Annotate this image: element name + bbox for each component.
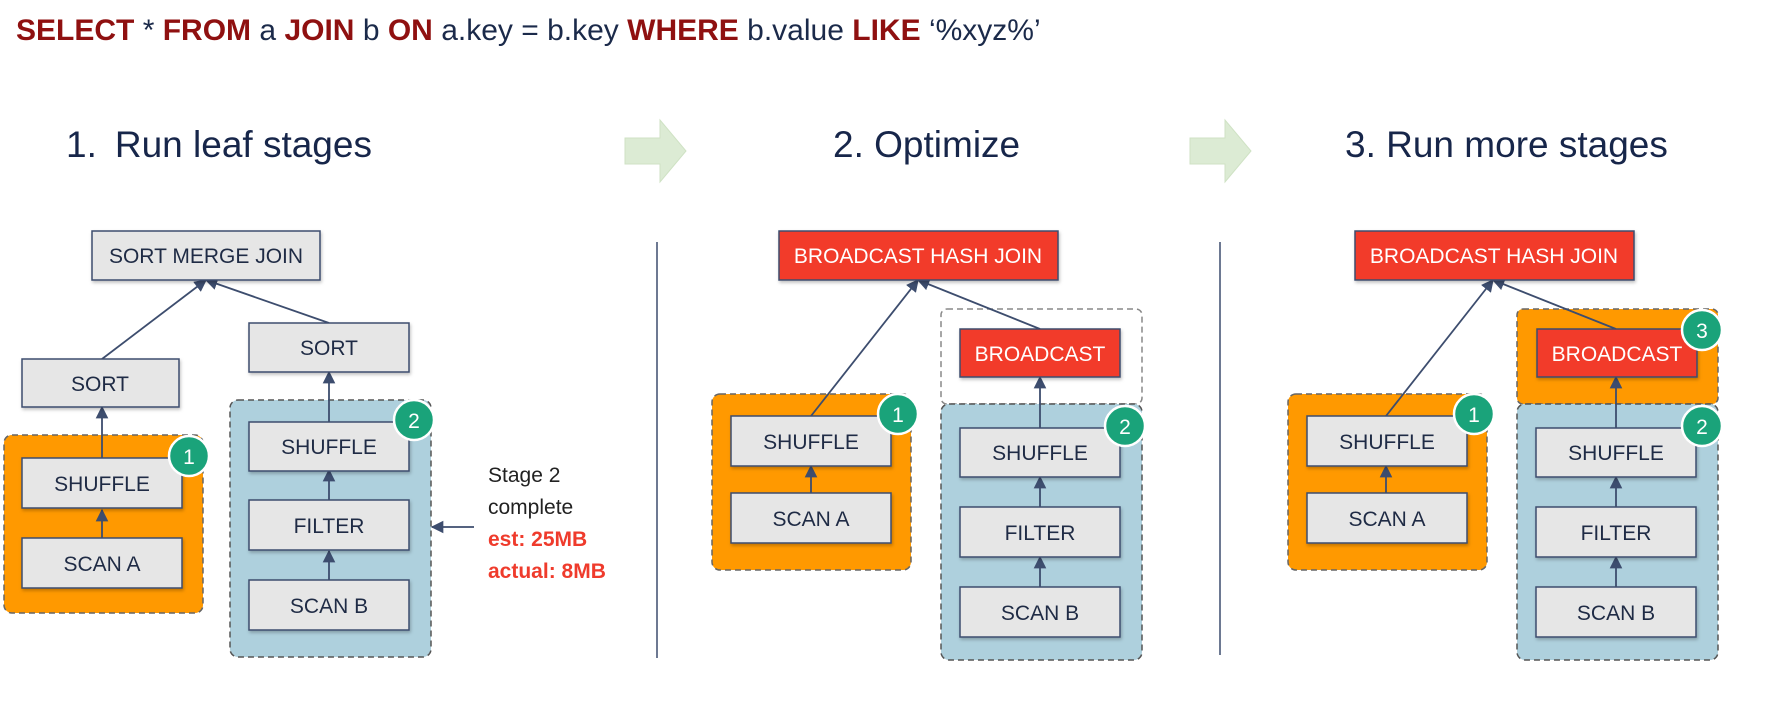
scan-a-label: SCAN A [772, 508, 849, 531]
scan-b-node [959, 586, 1121, 638]
filter-b-node [1535, 506, 1697, 558]
scan-b-node [248, 579, 410, 631]
scan-a-label: SCAN A [63, 553, 140, 576]
stage-badge [392, 398, 436, 442]
scan-b-label: SCAN B [1577, 602, 1655, 625]
panel-1: SORT MERGE JOIN SORT SORT SHUFFLE SCAN A… [3, 230, 474, 658]
scan-a-label: SCAN A [1348, 508, 1425, 531]
scan-a-node [1306, 492, 1468, 544]
shuffle-a-label: SHUFFLE [763, 431, 859, 454]
stage-2-label: 2. Optimize [833, 124, 1021, 165]
scan-b-label: SCAN B [290, 595, 368, 618]
query-where-keyword: WHERE [627, 14, 739, 47]
query-table-a: a [259, 14, 277, 47]
shuffle-b-node [959, 427, 1121, 478]
edge [204, 277, 330, 324]
stage-badge-number: 1 [892, 404, 904, 427]
broadcast-label: BROADCAST [1552, 343, 1683, 366]
filter-b-label: FILTER [1581, 522, 1652, 545]
shuffle-b-node [1535, 427, 1697, 478]
stage-3-title: 3. Run more stages [1345, 124, 1668, 166]
query-star: * [142, 14, 155, 47]
flow-arrow-icon [1189, 118, 1252, 184]
query-where-column: b.value [747, 14, 844, 47]
query-join-condition: a.key = b.key [441, 14, 619, 47]
sort-merge-join-node [91, 230, 321, 281]
stage-1-title: 1. Run leaf stages [66, 124, 372, 166]
note-line-2: complete [488, 496, 574, 519]
shuffle-b-node [248, 421, 410, 472]
stage-2-note: Stage 2 complete est: 25MB actual: 8MB [488, 460, 606, 588]
broadcast-hash-join-node [778, 230, 1059, 281]
query-like-keyword: LIKE [852, 14, 921, 47]
note-estimate: est: 25MB [488, 528, 588, 551]
broadcast-node [959, 328, 1121, 378]
shuffle-a-label: SHUFFLE [54, 473, 150, 496]
sort-right-label: SORT [300, 337, 358, 360]
broadcast-hash-join-label: BROADCAST HASH JOIN [794, 245, 1042, 268]
shuffle-b-label: SHUFFLE [281, 436, 377, 459]
edge [1385, 279, 1494, 417]
panel-3: BROADCAST HASH JOIN BROADCAST SHUFFLE SC… [1287, 230, 1724, 661]
scan-a-node [730, 492, 892, 544]
shuffle-a-node [1306, 415, 1468, 467]
query-pattern: ‘%xyz%’ [928, 14, 1041, 47]
query-on-keyword: ON [387, 14, 433, 47]
panel-2: BROADCAST HASH JOIN BROADCAST SHUFFLE SC… [711, 230, 1147, 661]
edge [1491, 278, 1617, 330]
stage-badge-number: 3 [1696, 320, 1708, 343]
filter-b-node [959, 506, 1121, 558]
stage-badge-number: 2 [1696, 416, 1708, 439]
stage-badge-number: 2 [408, 410, 420, 433]
filter-b-label: FILTER [1005, 522, 1076, 545]
query-select-keyword: SELECT [16, 14, 135, 47]
edge [916, 278, 1041, 330]
query-join-keyword: JOIN [284, 14, 355, 47]
broadcast-node [1536, 328, 1698, 378]
shuffle-a-label: SHUFFLE [1339, 431, 1435, 454]
stage-badge [167, 434, 211, 478]
query-table-b: b [362, 14, 380, 47]
stage-badge-number: 2 [1119, 416, 1131, 439]
stage-badge [1680, 308, 1724, 352]
shuffle-a-node [730, 415, 892, 467]
sql-query: SELECT * FROM a JOIN b ON a.key = b.key … [16, 14, 1041, 48]
stage-badge [876, 392, 920, 436]
sort-merge-join-label: SORT MERGE JOIN [109, 245, 303, 268]
scan-b-node [1535, 586, 1697, 638]
stage-1-label: Run leaf stages [114, 124, 372, 165]
stage-badge [1680, 404, 1724, 448]
shuffle-b-label: SHUFFLE [1568, 442, 1664, 465]
filter-b-node [248, 499, 410, 551]
note-line-1: Stage 2 [488, 464, 561, 487]
broadcast-hash-join-label: BROADCAST HASH JOIN [1370, 245, 1618, 268]
stage-3-label: 3. Run more stages [1345, 124, 1668, 165]
stage-2-title: 2. Optimize [833, 124, 1020, 166]
scan-a-node [21, 537, 183, 589]
stage-1-number: 1. [66, 124, 97, 165]
stage-badge [1103, 404, 1147, 448]
note-actual: actual: 8MB [488, 560, 606, 583]
sort-right-node [248, 322, 410, 373]
flow-arrow-icon [624, 118, 687, 184]
query-from-keyword: FROM [162, 14, 252, 47]
shuffle-a-node [21, 457, 183, 509]
scan-b-label: SCAN B [1001, 602, 1079, 625]
edge [101, 279, 208, 360]
shuffle-b-label: SHUFFLE [992, 442, 1088, 465]
sort-left-label: SORT [71, 373, 129, 396]
edge [810, 279, 919, 417]
stage-badge [1452, 392, 1496, 436]
stage-badge-number: 1 [1468, 404, 1480, 427]
sort-left-node [21, 358, 180, 408]
filter-b-label: FILTER [294, 515, 365, 538]
broadcast-label: BROADCAST [975, 343, 1106, 366]
broadcast-hash-join-node [1354, 230, 1635, 281]
stage-badge-number: 1 [183, 446, 195, 469]
